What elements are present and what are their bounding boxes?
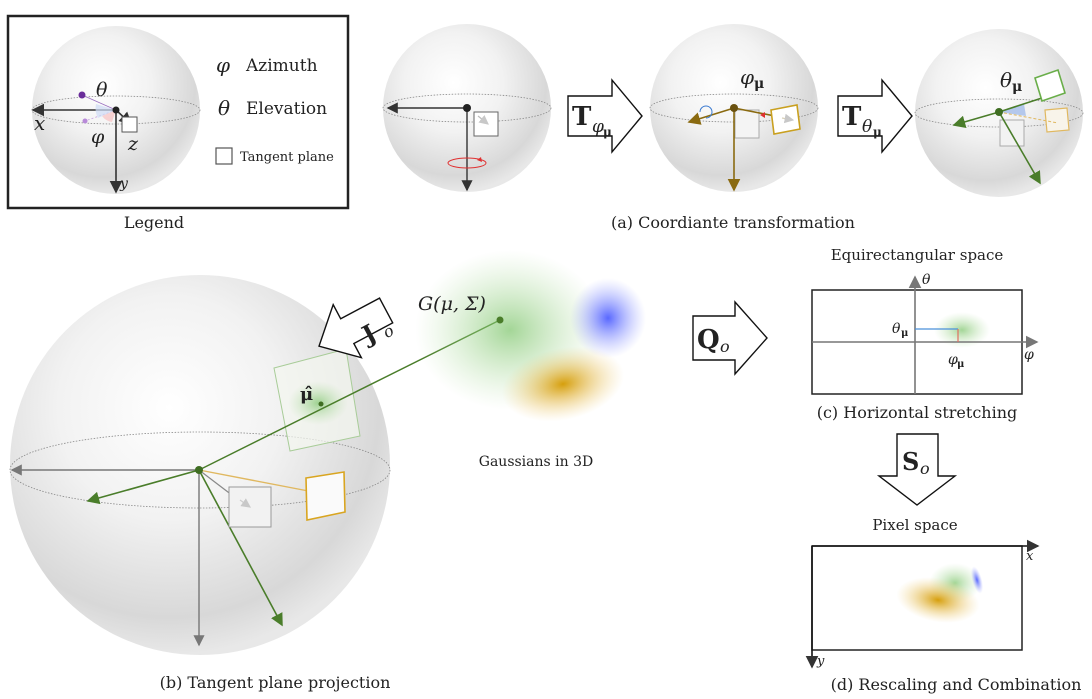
theta-sub: θ (862, 117, 872, 137)
mu-hat-point (318, 401, 324, 407)
legend-theta-symbol: θ (218, 96, 230, 120)
previous-tangent-plane (1044, 107, 1070, 133)
z-axis-arrow (477, 115, 489, 125)
phi-mu-sub: μ (957, 359, 964, 370)
transform-arrow-s: S o (876, 433, 958, 506)
legend-phi-symbol: φ (216, 53, 230, 77)
legend-y-label: y (119, 176, 129, 192)
panel-c-caption: (c) Horizontal stretching (817, 403, 1018, 422)
equirect-gaussian (934, 312, 990, 348)
legend-tangent-plane-label: Tangent plane (240, 150, 334, 165)
rotation-indicator (699, 105, 713, 119)
t-label: T (572, 102, 592, 132)
transform-arrow-q: Q o (692, 300, 768, 376)
legend-frame (6, 14, 350, 210)
projected-point-marker (82, 118, 88, 124)
legend-theta-label: θ (96, 79, 108, 101)
y-axis-label: y (816, 654, 825, 669)
panel-d: S o Pixel space x y (d) Rescaling and Co… (805, 433, 1082, 694)
x-axis-label: x (1026, 549, 1034, 564)
origin-marker (730, 104, 738, 112)
panel-a: T φ μ φ μ T θ μ (382, 24, 1084, 232)
gaussian-gold (501, 346, 625, 422)
pixel-space-title: Pixel space (872, 516, 957, 534)
transform-arrow-t-theta: T θ μ (837, 78, 913, 154)
theta-mu-sub: μ (901, 328, 908, 339)
legend-panel: θ x φ z y φ Azimuth θ Elevation Tangent … (6, 14, 350, 232)
origin-marker (463, 104, 471, 112)
phi-mu-sub: μ (754, 76, 764, 92)
mu-hat-label: μ̂ (300, 384, 313, 405)
phi-wedge (102, 110, 116, 122)
z-direction (781, 113, 795, 124)
rotation-indicator (447, 157, 487, 169)
mu-subsub: μ (873, 125, 882, 139)
gaussian-label: G(μ, Σ) (418, 293, 486, 315)
tangent-plane-icon (215, 147, 233, 165)
projected-gaussian (288, 381, 348, 425)
theta-wedge (95, 104, 116, 118)
j-sub: o (380, 321, 397, 342)
legend-z-label: z (127, 133, 139, 155)
panel-b-caption: (b) Tangent plane projection (160, 673, 391, 692)
equator (9, 431, 391, 509)
pixel-gaussian-blue (970, 566, 984, 594)
gaussian-blue (570, 278, 646, 358)
old-tangent-plane (734, 109, 760, 139)
rotated-y-axis (998, 111, 1041, 185)
panel-c: Q o Equirectangular space θ φ θ μ φ μ (c… (692, 246, 1039, 422)
rotated-tangent-plane (770, 104, 801, 135)
point-marker (78, 91, 86, 99)
rotated-z-axis (998, 96, 1046, 113)
point-line (81, 94, 117, 111)
t-label: T (842, 102, 862, 132)
s-label: S (902, 447, 919, 476)
legend-tangent-plane (121, 116, 138, 133)
origin-marker (995, 108, 1003, 116)
transform-arrow-t-phi: T φ μ (567, 78, 643, 154)
rotated-tangent-plane (1034, 68, 1066, 103)
phi-axis-label: φ (1024, 347, 1034, 363)
q-label: Q (697, 325, 720, 355)
mu-subsub: μ (603, 125, 612, 139)
theta-mu-label: θ (1000, 68, 1012, 92)
pixel-gaussian-gold (896, 577, 980, 623)
theta-mu-sub: μ (1012, 79, 1022, 95)
phi-mu-label: φ (948, 352, 958, 368)
legend-x-label: x (34, 111, 45, 135)
tangent-plane (473, 111, 499, 137)
gold-z-axis (198, 469, 326, 498)
legend-caption: Legend (124, 213, 184, 232)
equirect-title: Equirectangular space (831, 246, 1004, 264)
z-direction (239, 498, 251, 508)
phi-mu-label: φ (740, 65, 754, 89)
panel-d-caption: (d) Rescaling and Combination (831, 675, 1082, 694)
legend-elevation-label: Elevation (246, 99, 327, 119)
previous-z-axis (998, 111, 1059, 124)
rotated-x-axis (952, 111, 1000, 129)
equator (914, 98, 1084, 128)
s-sub: o (920, 459, 930, 478)
legend-azimuth-label: Azimuth (245, 56, 318, 76)
theta-mu-label: θ (892, 321, 901, 337)
legend-phi-label: φ (91, 126, 105, 148)
rotated-x-axis (86, 469, 200, 505)
gaussian-center (496, 316, 504, 324)
theta-axis-label: θ (922, 272, 931, 288)
phi-arrowhead (760, 112, 765, 118)
panel-a-caption: (a) Coordiante transformation (611, 213, 855, 232)
origin-marker (195, 466, 203, 474)
q-sub: o (720, 337, 730, 356)
origin-marker (112, 106, 120, 114)
rotated-y-axis (198, 469, 283, 627)
panel-b: μ̂ J o G(μ, Σ) Gaussians in 3D (b) Tange… (9, 250, 646, 692)
rotation-arrowhead (477, 157, 482, 162)
transform-arrow-j (318, 297, 394, 359)
gold-tangent-plane (305, 471, 346, 521)
gaussians-caption: Gaussians in 3D (479, 454, 593, 470)
phi-sub: φ (592, 117, 604, 137)
